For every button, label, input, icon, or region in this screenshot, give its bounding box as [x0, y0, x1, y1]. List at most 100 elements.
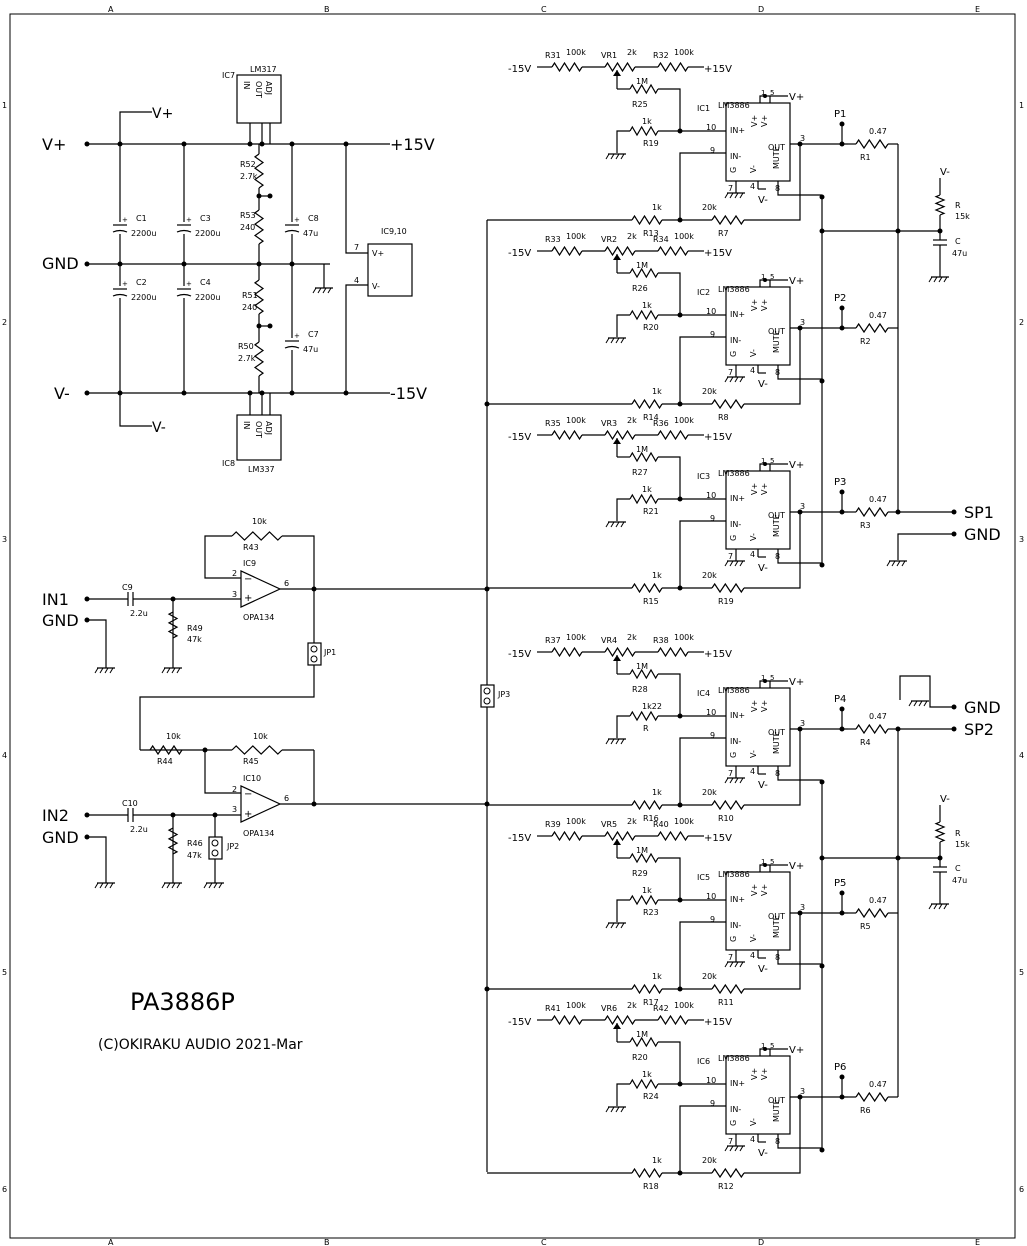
- feedback-res-label: R10: [718, 814, 734, 823]
- feedback-res-label: R8: [718, 413, 729, 422]
- bias-resistor-1m: [629, 451, 659, 463]
- input-ground-label: R: [643, 724, 649, 733]
- chip-pin8: 8: [775, 953, 780, 962]
- chip-inplus-label: IN+: [730, 494, 745, 503]
- ic8-label: IC8: [222, 459, 235, 468]
- chip-vminus-supply: V-: [758, 563, 768, 574]
- amp-pos-supply-label: +15V: [704, 1017, 732, 1028]
- feedback-res-value: 20k: [702, 972, 717, 981]
- trim-pot: [604, 61, 636, 73]
- svg-text:+: +: [244, 593, 252, 604]
- ground-icon: [312, 287, 333, 294]
- amp-ic-label: IC3: [697, 472, 710, 481]
- chip-pin-label: V+: [760, 483, 769, 495]
- chip-pin7: 7: [728, 953, 733, 962]
- feedback-res-label: R11: [718, 998, 734, 1007]
- feedback-res-value: 20k: [702, 203, 717, 212]
- input-resistor: [631, 214, 663, 226]
- trim-resistor-a: [551, 245, 583, 257]
- chip-pin1: 1: [761, 858, 765, 866]
- probe-point-label: P5: [834, 878, 846, 889]
- ic10-pin6: 6: [284, 794, 289, 803]
- trim-resistor-a: [551, 646, 583, 658]
- ground-icon: [203, 882, 224, 889]
- trim-rb-label: R34: [653, 235, 669, 244]
- power-res-label: R50: [238, 342, 254, 351]
- chip-vminus-supply: V-: [758, 964, 768, 975]
- chip-pin8: 8: [775, 368, 780, 377]
- r43-value: 10k: [252, 517, 267, 526]
- bias-1m-label: R28: [632, 685, 648, 694]
- bias-1m-value: 1M: [636, 261, 648, 270]
- chip-vplus-supply: V+: [789, 861, 804, 872]
- ic10-pin2: 2: [232, 785, 237, 794]
- regulator-pin-label: OUT: [254, 421, 263, 438]
- input-ground-resistor: [629, 493, 659, 505]
- feedback-res-value: 20k: [702, 387, 717, 396]
- ground-icon: [605, 922, 626, 929]
- output-res-label: R1: [860, 153, 871, 162]
- frame-row-right: 6: [1019, 1185, 1024, 1194]
- ic10-label: IC10: [243, 774, 261, 783]
- ground-icon: [928, 276, 949, 283]
- chip-pin5: 5: [770, 89, 774, 97]
- bias-1m-label: R29: [632, 869, 648, 878]
- sp1-label: SP1: [964, 503, 994, 522]
- bias-resistor-1m: [629, 668, 659, 680]
- ic910-pin4: 4: [354, 276, 359, 285]
- chip-pin5: 5: [770, 858, 774, 866]
- svg-text:+: +: [122, 216, 128, 224]
- amp-ic-part: LM3886: [718, 870, 750, 879]
- ground-icon: [605, 1106, 626, 1113]
- lm3886-chip: [725, 102, 791, 182]
- frame-row-right: 2: [1019, 318, 1024, 327]
- chip-pin5: 5: [770, 1042, 774, 1050]
- zobel2-vminus: V-: [940, 794, 950, 805]
- trim-rb-label: R32: [653, 51, 669, 60]
- drawing-title: PA3886P: [130, 988, 235, 1016]
- output-res-label: R4: [860, 738, 871, 747]
- chip-pin-label: MUTE: [772, 146, 781, 169]
- ground-icon: [605, 738, 626, 745]
- amp-pos-supply-label: +15V: [704, 64, 732, 75]
- ground-symbols: [94, 153, 949, 1152]
- r43-label: R43: [243, 543, 259, 552]
- input-res-label: R13: [643, 229, 659, 238]
- in2-gnd-label: GND: [42, 828, 79, 847]
- regulator-pin-label: ADJ: [264, 421, 273, 435]
- chip-pin-label: G: [729, 936, 738, 942]
- trim-ra-label: R33: [545, 235, 561, 244]
- feedback-res-value: 20k: [702, 788, 717, 797]
- ground-icon: [161, 882, 182, 889]
- bias-1m-value: 1M: [636, 846, 648, 855]
- input-ground-value: 1k: [642, 301, 652, 310]
- output-res-value: 0.47: [869, 495, 887, 504]
- chip-pin-label: MUTE: [772, 330, 781, 353]
- chip-pin10: 10: [706, 123, 716, 132]
- trim-resistor-b: [657, 1014, 689, 1026]
- trim-ra-value: 100k: [566, 633, 586, 642]
- power-cap-c4: +: [176, 280, 192, 298]
- trim-ra-value: 100k: [566, 48, 586, 57]
- r44-label: R44: [157, 757, 173, 766]
- power-cap-value: 2200u: [195, 293, 220, 302]
- ic9-pin6: 6: [284, 579, 289, 588]
- chip-pin10: 10: [706, 1076, 716, 1085]
- chip-out-label: OUT: [768, 327, 785, 336]
- jp2-label: JP2: [226, 842, 239, 851]
- chip-pin9: 9: [710, 915, 715, 924]
- ic910-vplus: V+: [372, 249, 384, 258]
- zobel1-c-label: C: [955, 237, 961, 246]
- trim-resistor-a: [551, 429, 583, 441]
- sp1-gnd-label: GND: [964, 525, 1001, 544]
- output-res-value: 0.47: [869, 1080, 887, 1089]
- chip-pin8: 8: [775, 184, 780, 193]
- trim-resistor-b: [657, 245, 689, 257]
- trim-rb-label: R40: [653, 820, 669, 829]
- r50-resistor: [253, 341, 265, 377]
- trim-ra-label: R31: [545, 51, 561, 60]
- feedback-res-label: R19: [718, 597, 734, 606]
- chip-pin8: 8: [775, 769, 780, 778]
- amp-neg-supply-label: -15V: [508, 248, 531, 259]
